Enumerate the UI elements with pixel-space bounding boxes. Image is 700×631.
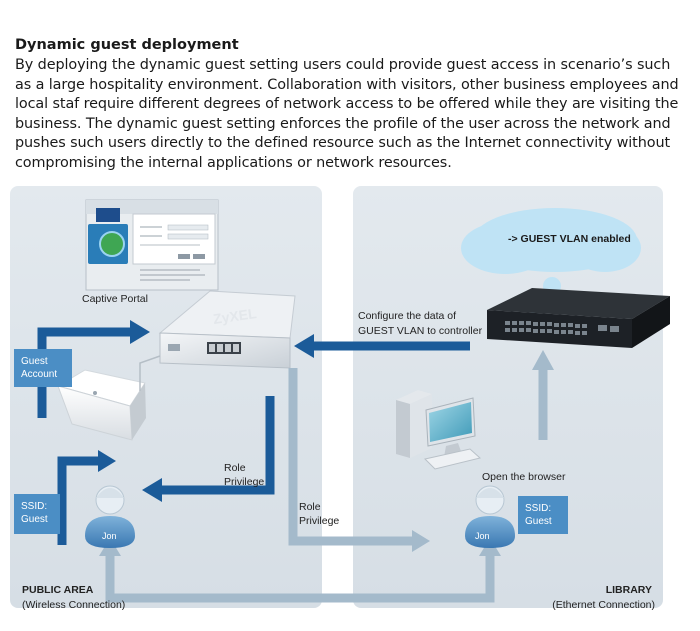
network-diagram: Captive Portal -> GUEST VLAN enabled Con… (0, 178, 700, 618)
ssid-right-box: SSID: Guest (518, 496, 568, 534)
captive-portal-label: Captive Portal (82, 293, 148, 305)
access-point-device (56, 369, 146, 441)
guest-account-line1: Guest (21, 356, 48, 367)
role-privilege-label-2: Role Privilege (299, 500, 339, 528)
public-area-panel (10, 186, 322, 608)
guest-account-box: Guest Account (14, 349, 72, 387)
intro-section: Dynamic guest deployment By deploying th… (15, 36, 685, 174)
role-privilege-2-line1: Role (299, 501, 321, 513)
desktop-computer (396, 390, 482, 470)
role-privilege-2-line2: Privilege (299, 515, 340, 527)
configure-label-line2: GUEST VLAN to controller (358, 325, 483, 337)
cloud-text: -> GUEST VLAN enabled (508, 233, 631, 245)
user-avatar-left (85, 485, 135, 548)
intro-paragraph: By deploying the dynamic guest setting u… (15, 57, 679, 171)
library-title: LIBRARY (605, 584, 652, 596)
user-right-name: Jon (475, 531, 490, 541)
configure-label-line1: Configure the data of (358, 310, 457, 322)
ethernet-flow-arrows (105, 368, 548, 603)
ssid-right-line2: Guest (525, 516, 552, 527)
wlan-controller-device (158, 290, 296, 369)
guest-account-line2: Account (21, 369, 58, 380)
ssid-left-line2: Guest (21, 514, 48, 525)
user-avatar-right (465, 485, 515, 548)
public-area-subtitle: (Wireless Connection) (22, 599, 126, 611)
intro-title: Dynamic guest deployment (15, 37, 239, 53)
ssid-left-box: SSID: Guest (14, 494, 60, 534)
public-area-title: PUBLIC AREA (22, 584, 94, 596)
library-subtitle: (Ethernet Connection) (552, 599, 655, 611)
user-left-name: Jon (102, 531, 117, 541)
thought-cloud (461, 208, 641, 315)
ssid-left-line1: SSID: (21, 501, 48, 512)
ssid-right-line1: SSID: (525, 503, 552, 514)
open-browser-label: Open the browser (482, 471, 566, 483)
ethernet-switch-device (487, 288, 670, 348)
role-privilege-1-line2: Privilege (224, 476, 265, 488)
wireless-flow-arrows (37, 327, 470, 545)
captive-portal-screenshot (85, 199, 219, 291)
role-privilege-label-1: Role Privilege (224, 461, 264, 489)
role-privilege-1-line1: Role (224, 462, 246, 474)
